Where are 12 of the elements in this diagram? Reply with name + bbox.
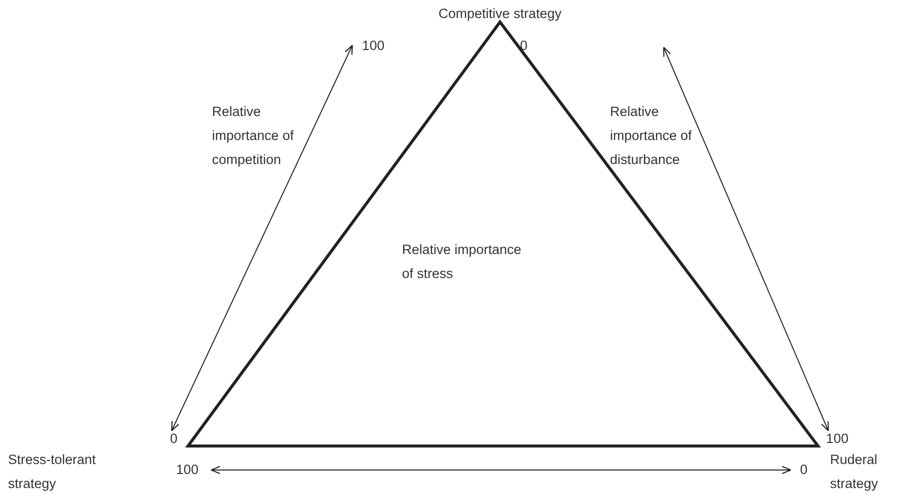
- axis-label: Relative importance of stress: [402, 241, 522, 283]
- corner-label: Stress-tolerant strategy: [8, 451, 97, 493]
- corner-label: Competitive strategy: [437, 5, 563, 23]
- scale-number: 100: [176, 461, 199, 479]
- scale-number: 0: [800, 461, 808, 479]
- scale-number: 0: [520, 37, 528, 55]
- corner-label: Ruderal strategy: [830, 451, 880, 493]
- axis-label: Relative importance of disturbance: [610, 103, 693, 169]
- scale-number: 0: [170, 430, 178, 448]
- scale-number: 100: [826, 430, 849, 448]
- scale-number: 100: [362, 37, 385, 55]
- axis-label: Relative importance of competition: [212, 103, 295, 169]
